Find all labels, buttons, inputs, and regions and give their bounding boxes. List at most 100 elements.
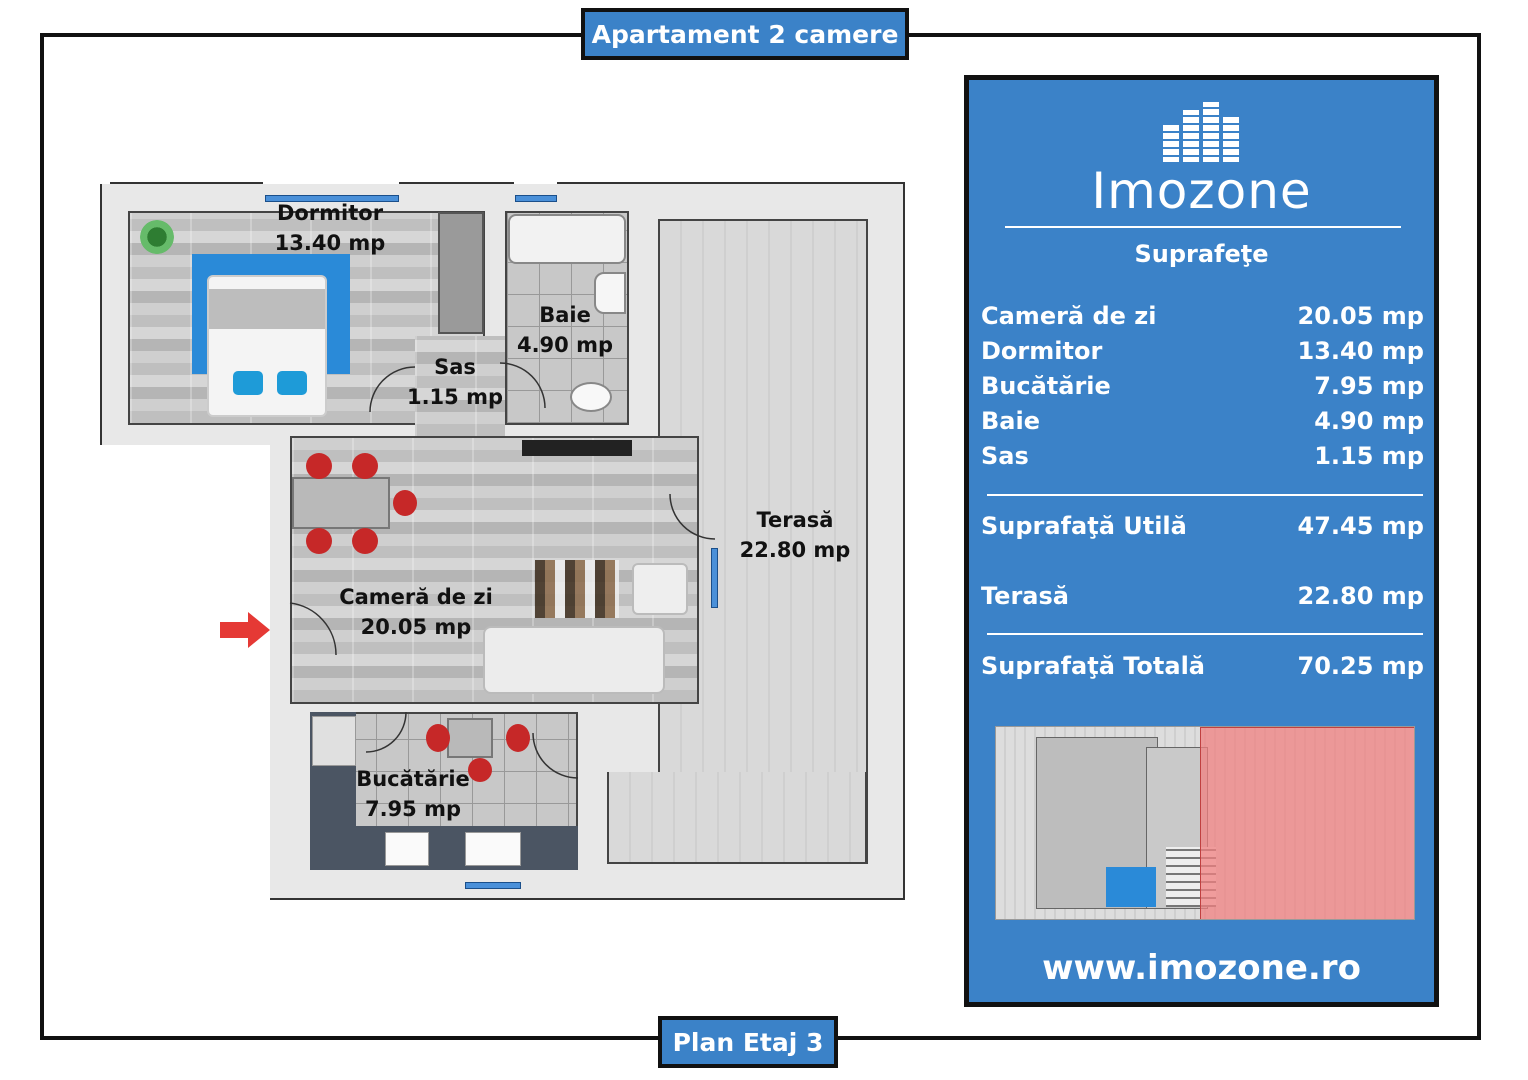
terrace-area-row: Terasă 22.80 mp xyxy=(981,582,1424,610)
window xyxy=(711,548,718,608)
chair xyxy=(506,724,530,752)
rug xyxy=(535,560,619,618)
room-area: 7.95 mp xyxy=(364,797,462,821)
toilet xyxy=(570,382,612,412)
info-panel: Imozone Suprafeţe Cameră de zi 20.05 mp … xyxy=(964,75,1439,1007)
kitchen-table xyxy=(447,718,493,758)
floor-plan-tag: Plan Etaj 3 xyxy=(658,1016,838,1068)
entrance-arrow xyxy=(220,612,270,648)
sas-floor xyxy=(415,336,505,436)
room-name: Dormitor xyxy=(276,201,384,225)
sink xyxy=(465,832,521,866)
chair xyxy=(352,453,378,479)
room-area: 4.90 mp xyxy=(516,333,614,357)
room-area: 13.40 mp xyxy=(274,231,386,255)
area-label: Baie xyxy=(981,407,1040,435)
floor-overview-thumbnail xyxy=(995,726,1415,920)
armchair xyxy=(632,563,688,615)
area-value: 4.90 mp xyxy=(1314,407,1424,435)
brand-name: Imozone xyxy=(1091,162,1312,220)
room-label-sas: Sas 1.15 mp xyxy=(405,352,505,412)
divider xyxy=(987,494,1423,496)
chair xyxy=(306,528,332,554)
terrace-area-label: Terasă xyxy=(981,582,1069,610)
area-row: Sas 1.15 mp xyxy=(981,442,1424,470)
outline-cutout xyxy=(100,182,110,184)
arrow-right-icon xyxy=(220,612,270,648)
terrace-area-value: 22.80 mp xyxy=(1297,582,1424,610)
outline-cutout xyxy=(100,445,270,905)
door-bathroom xyxy=(499,362,546,409)
window xyxy=(465,882,521,889)
panel-heading: Suprafeţe xyxy=(1134,240,1269,268)
area-value: 13.40 mp xyxy=(1297,337,1424,365)
room-name: Baie xyxy=(539,303,591,327)
area-row: Cameră de zi 20.05 mp xyxy=(981,302,1424,330)
tv xyxy=(522,440,632,456)
door-bedroom xyxy=(369,366,416,413)
room-name: Terasă xyxy=(756,508,834,532)
total-area-label: Suprafaţă Totală xyxy=(981,652,1206,680)
area-label: Dormitor xyxy=(981,337,1103,365)
apartment-highlight xyxy=(1200,727,1414,919)
room-label-dormitor: Dormitor 13.40 mp xyxy=(250,198,410,258)
stove-icon xyxy=(385,832,429,866)
chair xyxy=(352,528,378,554)
sofa xyxy=(483,626,665,694)
room-area: 20.05 mp xyxy=(360,615,472,639)
terrace-floor-lower xyxy=(607,772,867,864)
chair xyxy=(306,453,332,479)
area-label: Sas xyxy=(981,442,1029,470)
door-kitchen xyxy=(365,711,407,753)
room-name: Cameră de zi xyxy=(339,585,493,609)
floor-label: Plan Etaj 3 xyxy=(672,1027,824,1057)
area-value: 20.05 mp xyxy=(1297,302,1424,330)
chair xyxy=(426,724,450,752)
divider xyxy=(1005,226,1401,228)
room-label-camera-zi: Cameră de zi 20.05 mp xyxy=(330,582,502,642)
area-value: 1.15 mp xyxy=(1314,442,1424,470)
outline-cutout xyxy=(514,178,557,184)
chair xyxy=(393,490,417,516)
fridge xyxy=(312,716,356,766)
kitchen-counter-bottom xyxy=(310,826,578,870)
bathtub xyxy=(508,214,626,264)
wardrobe xyxy=(438,212,484,334)
buildings-icon xyxy=(1163,96,1241,162)
useful-area-label: Suprafaţă Utilă xyxy=(981,512,1187,540)
room-label-baie: Baie 4.90 mp xyxy=(510,300,620,360)
area-row: Bucătărie 7.95 mp xyxy=(981,372,1424,400)
room-label-bucatarie: Bucătărie 7.95 mp xyxy=(346,764,480,824)
room-label-terasa: Terasă 22.80 mp xyxy=(730,505,860,565)
sink xyxy=(594,272,626,314)
room-name: Sas xyxy=(434,355,476,379)
room-name: Bucătărie xyxy=(356,767,470,791)
area-value: 7.95 mp xyxy=(1314,372,1424,400)
outline-cutout xyxy=(263,178,399,184)
page-title: Apartament 2 camere xyxy=(591,19,899,49)
divider xyxy=(987,633,1423,635)
door-terrace xyxy=(669,493,716,540)
doors xyxy=(220,362,716,779)
website-url[interactable]: www.imozone.ro xyxy=(1042,948,1361,988)
chair xyxy=(468,758,492,782)
area-row: Baie 4.90 mp xyxy=(981,407,1424,435)
useful-area-value: 47.45 mp xyxy=(1297,512,1424,540)
window xyxy=(265,195,399,202)
area-row: Dormitor 13.40 mp xyxy=(981,337,1424,365)
door-entrance xyxy=(289,602,337,656)
area-label: Cameră de zi xyxy=(981,302,1157,330)
title-tag: Apartament 2 camere xyxy=(581,8,909,60)
total-area-row: Suprafaţă Totală 70.25 mp xyxy=(981,652,1424,680)
useful-area-row: Suprafaţă Utilă 47.45 mp xyxy=(981,512,1424,540)
dining-table xyxy=(292,477,390,529)
bed xyxy=(207,275,327,417)
door-kitchen-terrace xyxy=(532,732,579,779)
area-label: Bucătărie xyxy=(981,372,1111,400)
room-area: 22.80 mp xyxy=(739,538,851,562)
plant-icon xyxy=(140,220,174,254)
room-area: 1.15 mp xyxy=(406,385,504,409)
total-area-value: 70.25 mp xyxy=(1297,652,1424,680)
window xyxy=(515,195,557,202)
floor-plan: Dormitor 13.40 mp Baie 4.90 mp Sas 1.15 … xyxy=(100,178,905,905)
